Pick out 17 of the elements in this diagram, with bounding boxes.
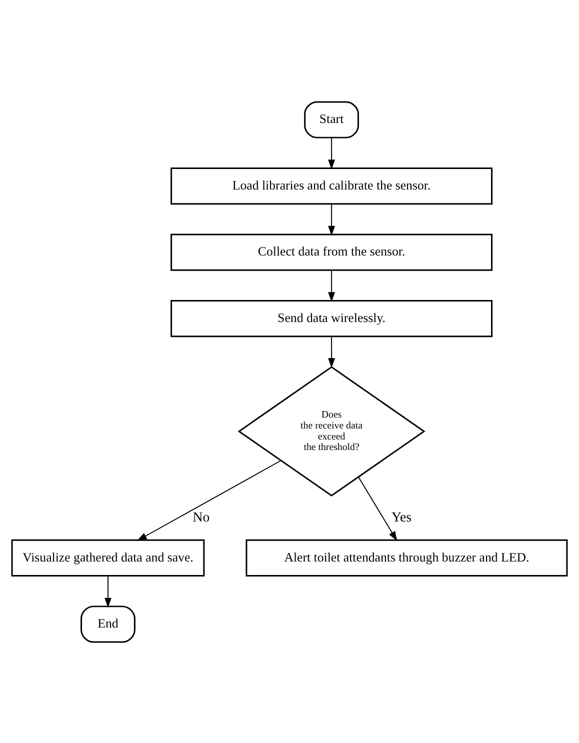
node-diamond: Does the receive data exceed the threshold?	[238, 366, 426, 496]
arrow	[328, 269, 335, 302]
edge-label: No	[192, 509, 210, 524]
node-box: Visualize gathered data and save.	[11, 538, 205, 576]
arrow	[104, 574, 112, 608]
node-box: Load libraries and calibrate the sensor.	[170, 166, 493, 204]
edge-label: Yes	[391, 509, 412, 524]
node-box: End	[80, 605, 136, 642]
arrow	[136, 460, 282, 540]
arrow	[328, 335, 335, 368]
node-box: Send data wirelessly.	[170, 300, 493, 337]
node-box: Collect data from the sensor.	[170, 233, 493, 270]
node-box: Alert toilet attendants through buzzer and LED.	[246, 538, 568, 576]
arrow	[328, 202, 335, 236]
arrow	[358, 476, 398, 541]
arrow	[328, 136, 335, 170]
node-box: Start	[304, 100, 359, 138]
